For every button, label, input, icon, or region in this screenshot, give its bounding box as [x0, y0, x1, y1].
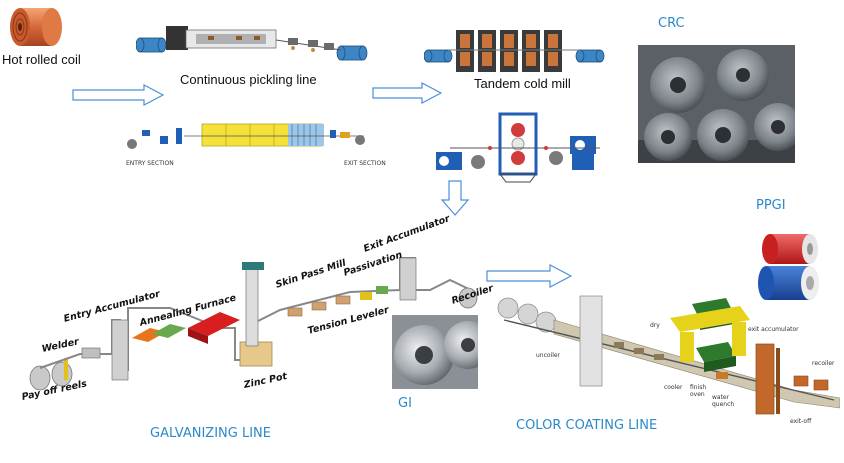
- cc-water-quench-label: water quench: [712, 394, 735, 408]
- galvanizing-line-caption: GALVANIZING LINE: [150, 426, 271, 441]
- hot-rolled-coil-image: [8, 4, 64, 50]
- hot-rolled-coil-label: Hot rolled coil: [2, 52, 81, 67]
- color-coating-line-caption: COLOR COATING LINE: [516, 418, 658, 433]
- gi-caption: GI: [398, 396, 412, 411]
- pickling-exit-tiny-label: EXIT SECTION: [344, 160, 386, 167]
- galvanizing-line-schematic: [20, 250, 490, 420]
- arrow-right-3: [486, 264, 572, 288]
- ppgi-coils-image: [756, 228, 832, 304]
- gi-coil-photo: [392, 315, 478, 389]
- color-coating-line-schematic: [494, 290, 840, 430]
- arrow-right-1: [72, 84, 164, 106]
- crc-caption: CRC: [658, 16, 685, 31]
- ppgi-caption: PPGI: [756, 198, 786, 213]
- arrow-right-2: [372, 82, 442, 104]
- pickling-line-label: Continuous pickling line: [180, 72, 317, 87]
- cc-finish-oven-label: finish oven: [690, 384, 707, 398]
- cc-exit-off-label: exit-off: [790, 418, 812, 425]
- cc-exit-accumulator-label: exit accumulator: [748, 326, 799, 333]
- cc-uncoiler-label: uncoiler: [536, 352, 561, 359]
- tandem-cold-mill-schematic: [424, 28, 610, 76]
- cc-recoiler-label: recoiler: [812, 360, 835, 367]
- exit-accumulator-label: Exit Accumulator: [362, 213, 452, 255]
- arrow-down: [441, 180, 469, 216]
- cc-dry-label: dry: [650, 322, 660, 329]
- cold-mill-detail: [430, 108, 616, 184]
- cc-cooler-label: cooler: [664, 384, 683, 391]
- crc-steel-coils-photo: [638, 45, 795, 163]
- pickling-line-schematic: [136, 22, 376, 72]
- tandem-cold-mill-label: Tandem cold mill: [474, 76, 571, 91]
- pickling-process-detail: [124, 118, 374, 168]
- pickling-entry-tiny-label: ENTRY SECTION: [126, 160, 174, 167]
